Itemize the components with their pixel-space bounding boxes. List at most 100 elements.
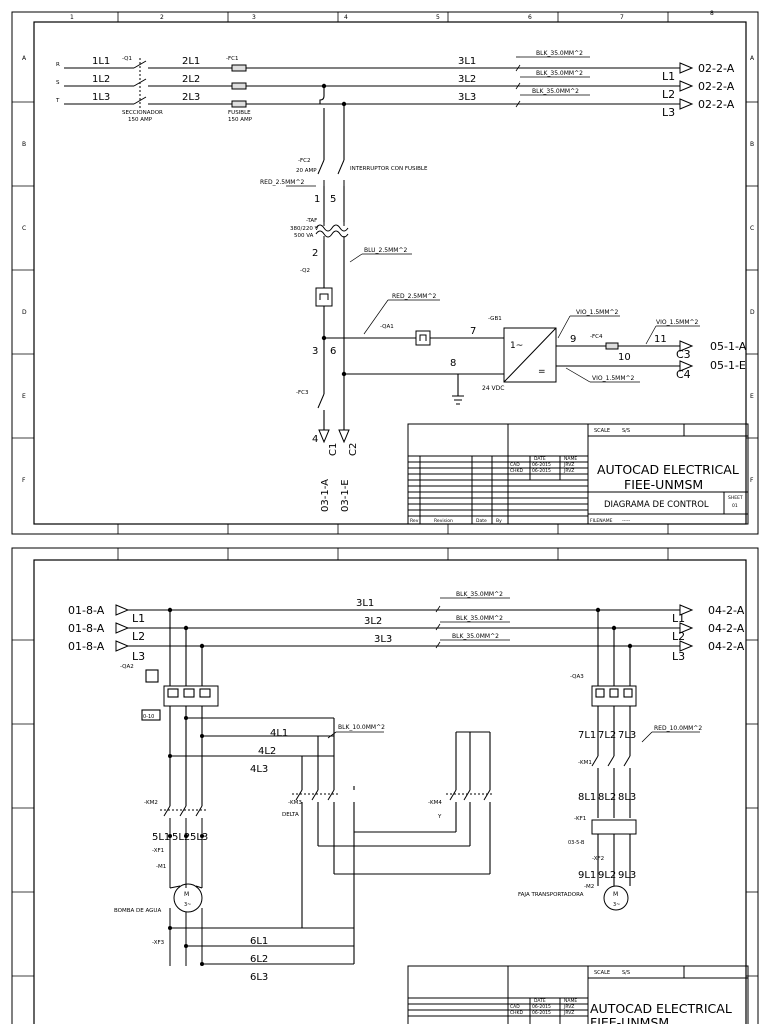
wire-label: 3L1 [356, 598, 374, 609]
psu-ac-symbol: 1~ [510, 341, 523, 351]
col-number: 2 [160, 14, 164, 21]
control-circuit-wires [319, 86, 680, 430]
sheet-ref: 02-2-A [698, 62, 735, 75]
wire-spec: BLK_10.0MM^2 [338, 724, 385, 731]
terminal-number: 2 [312, 248, 318, 259]
sheet-ref: 03-1-A [320, 479, 331, 512]
tb-date-label: DATE [534, 998, 546, 1004]
device-tag: -FC2 [298, 158, 311, 164]
device-tag: -KM2 [144, 800, 158, 806]
wire-label: 8L3 [618, 792, 636, 803]
row-letter: E [22, 393, 26, 400]
tb-rev-label: Rev [410, 518, 419, 524]
tb-cad-name: JRVZ [563, 462, 574, 468]
row-letter: D [22, 309, 27, 316]
tb-filename-label: FILENAME [590, 518, 613, 524]
wire-label: 1L1 [92, 56, 110, 67]
tb-chkd-date: 06-2015 [532, 468, 551, 474]
tb-cad-label: CAD [510, 1004, 520, 1010]
tb-revision-label: Revision [434, 518, 453, 524]
sheet-power-diagram: 01-8-A 01-8-A 01-8-A L1 L2 L3 3L1 3L2 3L… [0, 546, 768, 1028]
control-schematic: 1 2 3 4 5 6 7 8 A B C D E F A B C D E F [11, 10, 759, 535]
wire-label: 3L3 [458, 92, 476, 103]
tb-chkd-date: 06-2015 [532, 1010, 551, 1016]
device-tag: -Q1 [122, 56, 132, 62]
tb-chkd-label: CHKD [510, 1010, 523, 1016]
device-desc: DELTA [282, 812, 299, 818]
device-desc: 03-5-B [568, 840, 585, 846]
device-desc: 20 AMP [296, 168, 317, 174]
row-letter: A [750, 55, 755, 62]
wire-label: 1L2 [92, 74, 110, 85]
line-label: L3 [132, 650, 145, 663]
fc2-breaker-symbol [317, 159, 345, 186]
tb-company-line1: AUTOCAD ELECTRICAL [590, 1001, 732, 1016]
device-desc: BOMBA DE AGUA [114, 908, 161, 914]
sheet-ref: 02-2-A [698, 98, 735, 111]
wire-label: 2L1 [182, 56, 200, 67]
q1-disconnector-symbol [133, 58, 147, 108]
frame-zone-ticks [12, 12, 758, 534]
wire-spec: VIO_1.5MM^2 [576, 309, 619, 316]
tb-chkd-label: CHKD [510, 468, 523, 474]
device-desc: FUSIBLE [228, 110, 251, 116]
wire-spec: BLK_35.0MM^2 [532, 88, 579, 95]
wire-label: 1L3 [92, 92, 110, 103]
device-tag: -TAF [306, 218, 317, 224]
phase-label-r: R [56, 62, 60, 68]
device-desc: 0-10 [143, 714, 154, 720]
power-schematic: 01-8-A 01-8-A 01-8-A L1 L2 L3 3L1 3L2 3L… [11, 547, 759, 1028]
device-desc: INTERRUPTOR CON FUSIBLE [350, 166, 428, 172]
gb1-power-supply-symbol [503, 327, 557, 383]
sheet-ref: 05-1-A [710, 340, 747, 353]
sheet-ref: 05-1-E [710, 359, 746, 372]
sheet-ref: 01-8-A [68, 640, 105, 653]
row-letter: C [22, 225, 26, 232]
row-letter: E [750, 393, 754, 400]
col-number: 5 [436, 14, 440, 21]
tb-chkd-name: JRVZ [563, 1010, 574, 1016]
wire-label: 9L1 [578, 870, 596, 881]
device-desc: 24 VDC [482, 385, 504, 392]
tb-scale-label: SCALE [594, 970, 610, 976]
row-letter: C [750, 225, 754, 232]
device-desc: SECCIONADOR [122, 110, 163, 116]
device-tag: -QA3 [570, 674, 584, 680]
wire-spec: RED_2.5MM^2 [392, 293, 437, 300]
wire-spec: VIO_1.5MM^2 [656, 319, 699, 326]
tb-company-line2: FIEE-UNMSM [624, 477, 703, 492]
tb-drawing-title: DIAGRAMA DE CONTROL [604, 500, 709, 510]
terminal-number: 8 [450, 358, 456, 369]
tb-filename-value: ----- [622, 519, 630, 524]
sheet-ref: 03-1-E [340, 479, 351, 512]
wire-label: 9L2 [598, 870, 616, 881]
wire-label: 3L2 [364, 616, 382, 627]
device-tag: -GB1 [488, 316, 502, 322]
tb-scale-label: SCALE [594, 428, 610, 434]
col-number: 3 [252, 14, 256, 21]
sheet-ref: 04-2-A [708, 604, 745, 617]
wire-label: 5L1 [152, 832, 170, 843]
output-arrows [679, 62, 694, 110]
tb-scale-value: S/S [622, 970, 630, 976]
fc1-fuse-symbol [231, 64, 247, 108]
tb-cad-label: CAD [510, 462, 520, 468]
motor-symbol-phase: 3~ [184, 902, 191, 908]
device-tag: -XF3 [152, 940, 165, 946]
line-label: L1 [132, 612, 145, 625]
row-letter: F [22, 477, 26, 484]
wire-label: 7L2 [598, 730, 616, 741]
wire-spec: BLK_35.0MM^2 [456, 615, 503, 622]
ground-symbol [452, 395, 464, 405]
fc4-fuse-symbol [605, 342, 619, 350]
device-desc: 380/220 V [290, 226, 319, 232]
wire-label: 6L3 [250, 972, 268, 983]
device-tag: -FC3 [296, 390, 309, 396]
wire-label: 8L2 [598, 792, 616, 803]
motor-symbol-m: M [184, 891, 189, 898]
wire-label: 3L1 [458, 56, 476, 67]
tb-name-label: NAME [564, 456, 577, 462]
tb-company-line1: AUTOCAD ELECTRICAL [597, 462, 739, 477]
sheet-ref: 04-2-A [708, 640, 745, 653]
row-letter: A [22, 55, 27, 62]
